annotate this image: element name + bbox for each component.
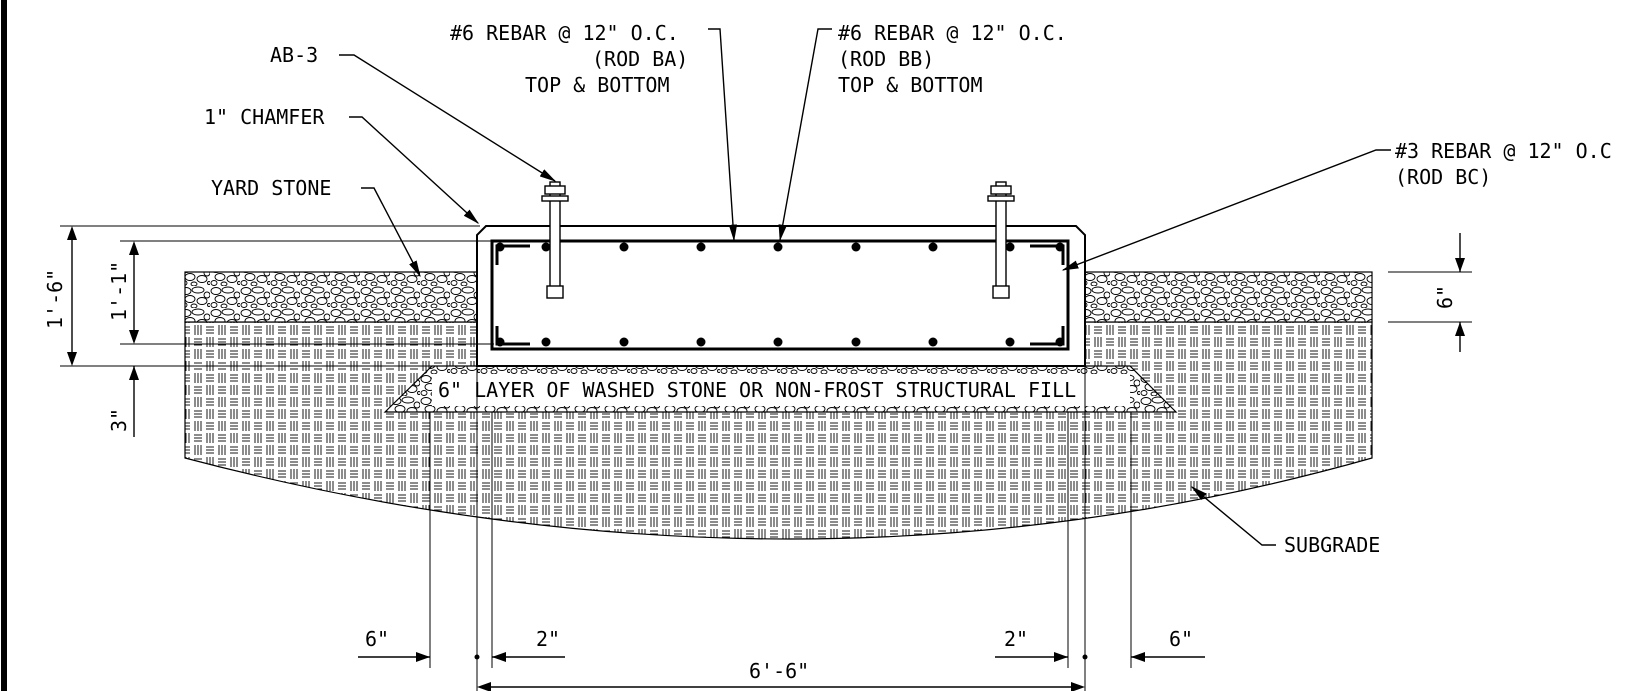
label-subgrade: SUBGRADE <box>1284 533 1380 557</box>
dim-text-left-outer: 6" <box>365 627 389 651</box>
callout-leaders <box>339 28 1391 546</box>
anchor-bolt-right <box>987 181 1015 299</box>
label-rebar-ba-3: TOP & BOTTOM <box>525 73 670 97</box>
dim-text-left-inner: 2" <box>536 627 560 651</box>
dim-text-overall-width: 6'-6" <box>749 659 809 683</box>
dim-text-inner-height: 1'-1" <box>107 261 131 321</box>
dim-text-overall-height: 1'-6" <box>43 269 67 329</box>
label-yard-stone: YARD STONE <box>211 176 331 200</box>
label-rebar-bb-1: #6 REBAR @ 12" O.C. <box>838 21 1067 45</box>
yard-stone-right <box>1084 271 1373 323</box>
label-rebar-bc-2: (ROD BC) <box>1395 165 1491 189</box>
dim-text-right-inner: 2" <box>1004 627 1028 651</box>
dim-text-stone-depth: 6" <box>1433 285 1457 309</box>
dim-text-bottom-offset: 3" <box>107 408 131 432</box>
label-rebar-ba-2: (ROD BA) <box>592 47 688 71</box>
washed-stone-text-mask <box>432 374 1130 406</box>
label-rebar-ba-1: #6 REBAR @ 12" O.C. <box>450 21 679 45</box>
rebar-dots-top <box>495 242 1065 252</box>
dim-overall-width <box>477 682 1085 691</box>
dim-text-right-outer: 6" <box>1169 627 1193 651</box>
yard-stone-left <box>184 271 478 323</box>
dim-extension-lines <box>429 366 1132 691</box>
label-washed-stone: 6" LAYER OF WASHED STONE OR NON-FROST ST… <box>438 378 1076 402</box>
dim-inner-height <box>120 240 494 345</box>
dim-bottom-offset <box>129 366 139 437</box>
label-rebar-bc-1: #3 REBAR @ 12" O.C <box>1395 139 1612 163</box>
label-rebar-bb-2: (ROD BB) <box>838 47 934 71</box>
label-rebar-bb-3: TOP & BOTTOM <box>838 73 983 97</box>
dim-stone-depth <box>1388 233 1472 352</box>
dim-overall-height <box>60 225 480 367</box>
dim-bottom-row <box>358 652 1205 662</box>
label-ab3: AB-3 <box>270 43 318 67</box>
rebar-dots-bottom <box>495 337 1065 347</box>
label-chamfer: 1" CHAMFER <box>204 105 325 129</box>
anchor-bolt-left <box>541 181 569 299</box>
